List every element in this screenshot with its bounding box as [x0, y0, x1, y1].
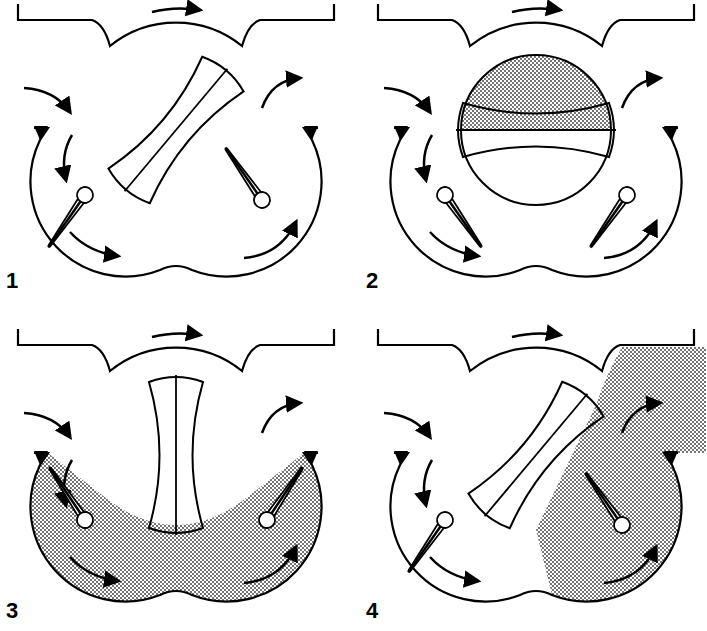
panel-three: [18, 329, 334, 602]
panel-number: 3: [6, 600, 18, 622]
panel-number: 1: [6, 270, 18, 292]
panel-number: 4: [366, 600, 378, 622]
panel-number: 2: [366, 270, 378, 292]
panel-four: [378, 329, 706, 602]
panel-two: [378, 4, 694, 277]
panel-one: [18, 4, 334, 277]
